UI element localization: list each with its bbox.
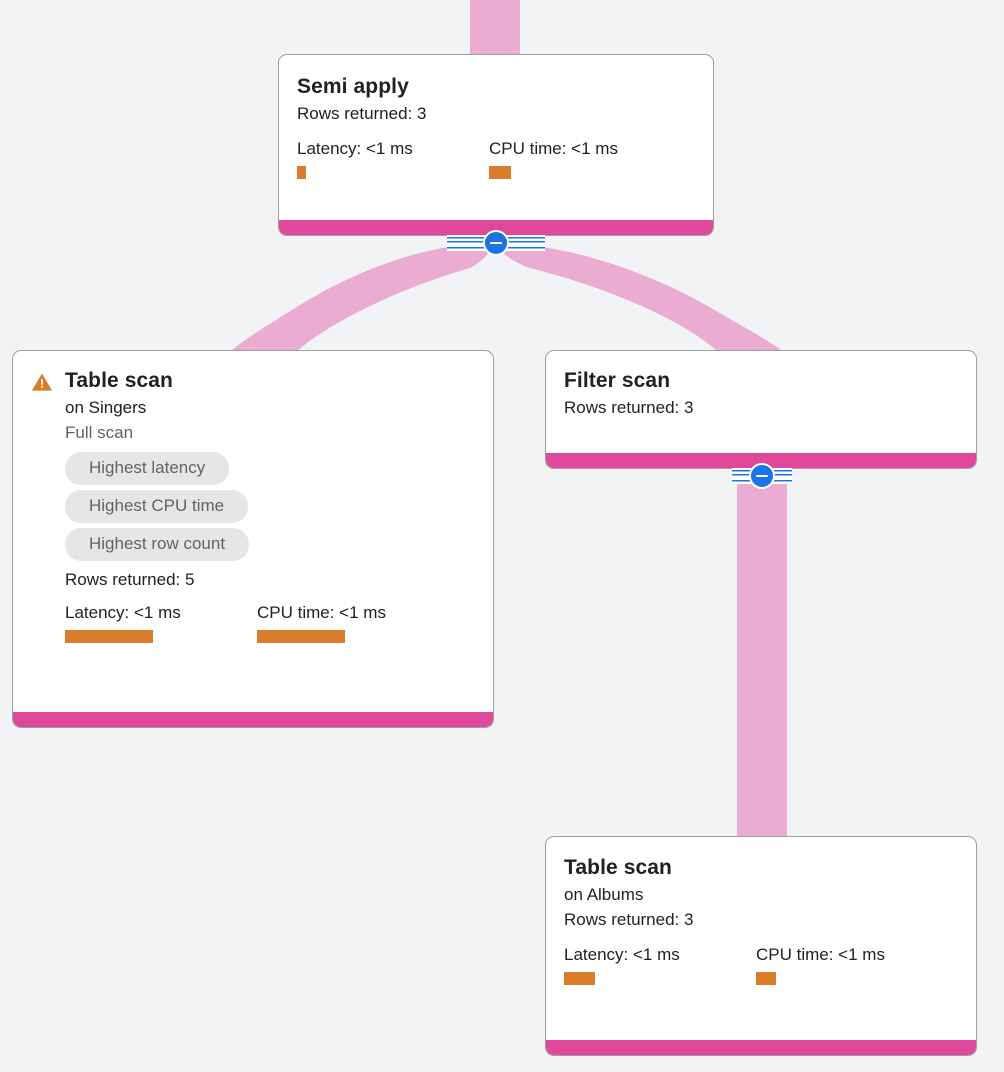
metric-cpu-time-label: CPU time: <1 ms <box>756 945 885 964</box>
node-rows-returned: Rows returned: 3 <box>564 910 694 929</box>
node-table-scan-singers[interactable]: Table scan on Singers Full scan Highest … <box>12 350 494 728</box>
metric-latency-label: Latency: <1 ms <box>65 603 181 622</box>
metric-cpu-time-label: CPU time: <1 ms <box>257 603 386 622</box>
node-scan-type: Full scan <box>65 423 134 442</box>
node-table-scan-albums-body: Table scan on Albums Rows returned: 3 La… <box>546 837 976 1040</box>
chip-highest-cpu-time[interactable]: Highest CPU time <box>65 490 249 523</box>
node-metrics: Latency: <1 ms CPU time: <1 ms <box>65 602 475 643</box>
node-rows-returned: Rows returned: 3 <box>564 398 694 417</box>
node-footer-bar <box>279 220 713 235</box>
toggle-semi-apply[interactable] <box>441 228 551 258</box>
edge-incoming-semi-apply <box>470 0 520 58</box>
node-filter-scan-body: Filter scan Rows returned: 3 <box>546 351 976 453</box>
edge-filter-scan-to-table-scan-albums <box>737 468 787 840</box>
metric-latency: Latency: <1 ms <box>65 602 257 643</box>
chip-highest-row-count[interactable]: Highest row count <box>65 528 250 561</box>
edge-semi-apply-to-table-scan-singers <box>230 243 495 352</box>
toggle-filter-scan[interactable] <box>726 461 798 491</box>
node-subtitle: on Singers <box>65 398 147 417</box>
metric-latency-bar <box>564 972 595 985</box>
metric-cpu-time: CPU time: <1 ms <box>756 944 885 985</box>
chip-highest-latency[interactable]: Highest latency <box>65 452 230 485</box>
node-semi-apply[interactable]: Semi apply Rows returned: 3 Latency: <1 … <box>278 54 714 236</box>
metric-cpu-time: CPU time: <1 ms <box>489 138 618 179</box>
metric-latency: Latency: <1 ms <box>564 944 756 985</box>
node-footer-bar <box>546 1040 976 1055</box>
metric-cpu-time-bar <box>489 166 511 179</box>
metric-latency-bar <box>65 630 153 643</box>
metric-latency-label: Latency: <1 ms <box>297 139 413 158</box>
node-title: Table scan <box>564 856 672 879</box>
node-subtitle: on Albums <box>564 885 644 904</box>
node-title: Filter scan <box>564 369 671 392</box>
metric-cpu-time: CPU time: <1 ms <box>257 602 386 643</box>
metric-cpu-time-bar <box>257 630 345 643</box>
node-table-scan-singers-title-row: Table scan on Singers Full scan Highest … <box>31 367 475 643</box>
metric-latency-label: Latency: <1 ms <box>564 945 680 964</box>
metric-cpu-time-label: CPU time: <1 ms <box>489 139 618 158</box>
node-filter-scan[interactable]: Filter scan Rows returned: 3 <box>545 350 977 469</box>
node-metrics: Latency: <1 ms CPU time: <1 ms <box>564 944 958 985</box>
node-table-scan-albums[interactable]: Table scan on Albums Rows returned: 3 La… <box>545 836 977 1056</box>
minus-circle-icon[interactable] <box>483 230 509 256</box>
node-semi-apply-body: Semi apply Rows returned: 3 Latency: <1 … <box>279 55 713 220</box>
node-rows-returned: Rows returned: 3 <box>297 104 427 123</box>
node-table-scan-singers-body: Table scan on Singers Full scan Highest … <box>13 351 493 712</box>
node-footer-bar <box>546 453 976 468</box>
metric-latency-bar <box>297 166 306 179</box>
node-semi-apply-title-row: Semi apply <box>297 73 695 101</box>
metric-latency: Latency: <1 ms <box>297 138 489 179</box>
node-title: Table scan <box>65 369 173 392</box>
node-footer-bar <box>13 712 493 727</box>
metric-cpu-time-bar <box>756 972 776 985</box>
warning-triangle-icon <box>31 373 53 391</box>
node-chip-list: Highest latency Highest CPU time Highest… <box>65 452 475 561</box>
node-metrics: Latency: <1 ms CPU time: <1 ms <box>297 138 695 179</box>
node-title: Semi apply <box>297 75 409 98</box>
node-rows-returned: Rows returned: 5 <box>65 570 195 589</box>
edge-semi-apply-to-filter-scan <box>495 243 784 352</box>
minus-circle-icon[interactable] <box>749 463 775 489</box>
